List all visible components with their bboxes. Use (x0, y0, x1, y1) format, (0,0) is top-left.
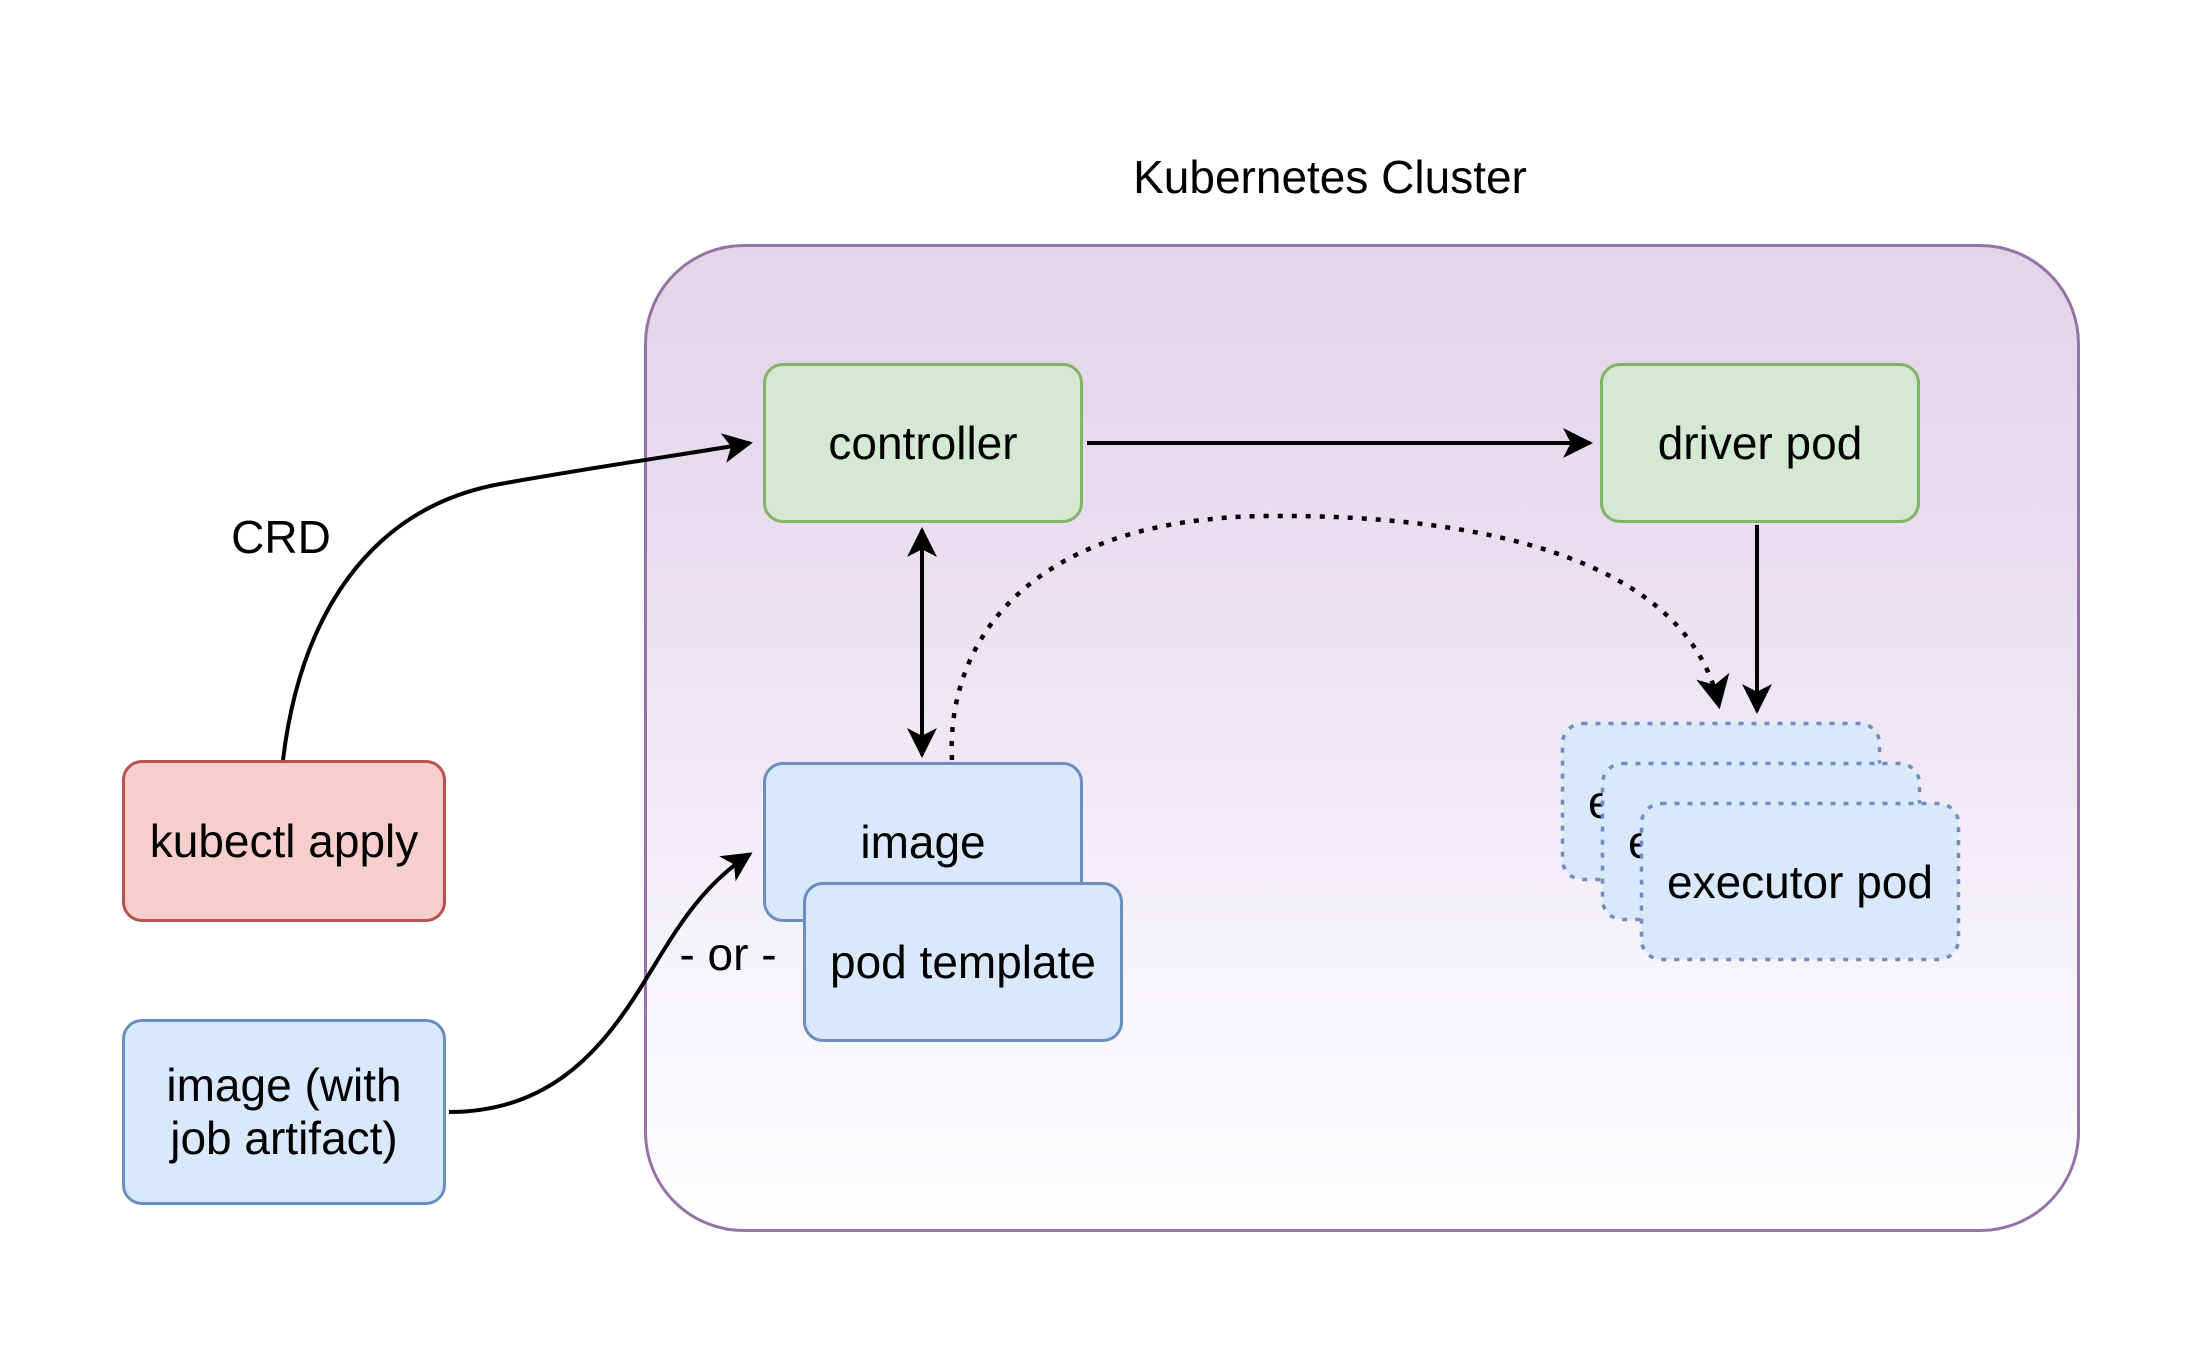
kubectl-apply-box: kubectl apply (122, 760, 446, 922)
image-label: image (860, 815, 986, 868)
image-with-job-artifact-line2: job artifact) (170, 1112, 398, 1164)
driver-pod-box: driver pod (1600, 363, 1920, 523)
cluster-title: Kubernetes Cluster (1133, 151, 1527, 203)
controller-label: controller (828, 416, 1018, 469)
image-with-job-artifact-line1: image (with (166, 1059, 402, 1112)
image-with-job-artifact-box: image (with job artifact) (122, 1019, 446, 1205)
controller-box: controller (763, 363, 1083, 523)
kubectl-apply-label: kubectl apply (149, 814, 419, 867)
executor-pod-border-front (1639, 801, 1961, 962)
executor-pod-label: executor pod (1667, 855, 1933, 908)
pod-template-label: pod template (830, 935, 1096, 988)
crd-edge-label: CRD (231, 511, 331, 563)
executor-pod-box-front: executor pod (1639, 801, 1961, 962)
pod-template-box: pod template (803, 882, 1123, 1042)
driver-pod-label: driver pod (1657, 416, 1863, 469)
or-label: - or - (679, 928, 777, 980)
image-with-job-artifact-label: image (with job artifact) (166, 1059, 401, 1165)
